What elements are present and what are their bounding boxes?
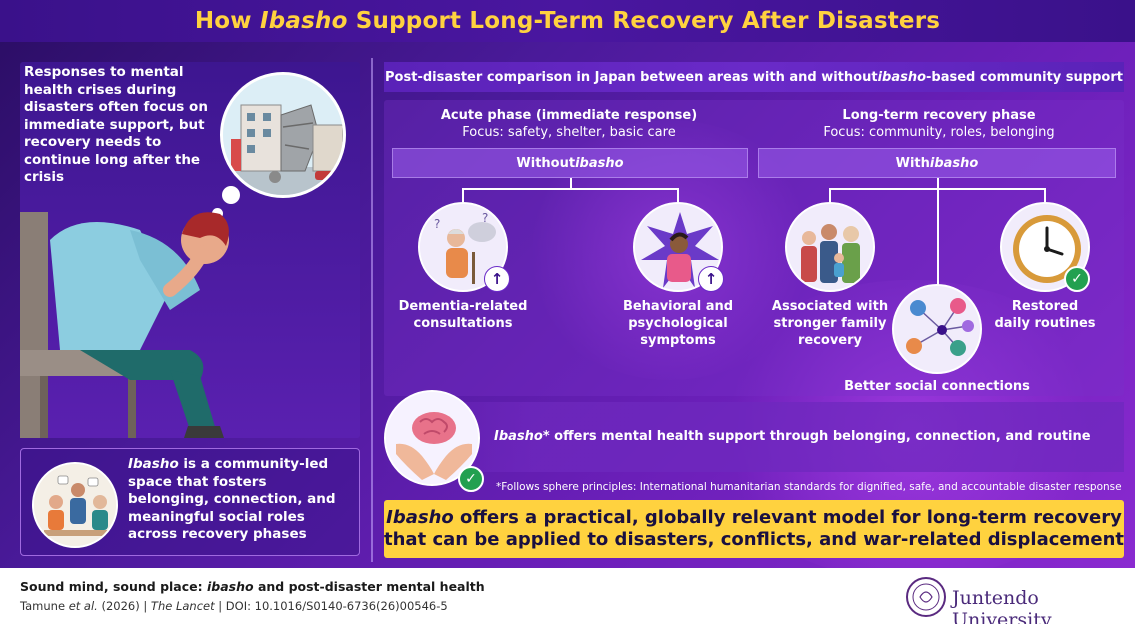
outcome-social-connections: Better social connections <box>844 379 1030 394</box>
community-group-illustration <box>32 462 118 548</box>
family-illustration <box>785 202 875 292</box>
ibasho-definition-text: Ibasho is a community-led space that fos… <box>128 456 336 542</box>
university-name: Juntendo University <box>952 587 1052 624</box>
intro-text: Responses to mental health crises during… <box>24 64 208 185</box>
outcome-behavioral: Behavioral and psychological symptoms <box>622 299 734 348</box>
thought-bubble-disaster-illustration <box>220 72 346 198</box>
clock-icon <box>1002 204 1088 290</box>
outcome-dementia: Dementia-related consultations <box>398 299 528 331</box>
connector-line <box>462 188 464 202</box>
connector-line <box>937 178 939 286</box>
connector-line <box>462 188 678 190</box>
acute-phase-heading: Acute phase (immediate response) Focus: … <box>440 108 698 140</box>
social-network-illustration <box>892 284 982 374</box>
support-band <box>384 402 1124 472</box>
increase-arrow-icon: ↑ <box>484 266 510 292</box>
infographic-poster: How Ibasho Support Long-Term Recovery Af… <box>0 0 1135 568</box>
svg-text:?: ? <box>434 217 440 231</box>
article-citation: Tamune et al. (2026) | The Lancet | DOI:… <box>20 599 448 613</box>
connector-line <box>829 188 1045 190</box>
thought-dot <box>222 186 240 204</box>
outcome-daily-routines: Restored daily routines <box>994 299 1096 331</box>
university-seal-logo <box>906 577 946 617</box>
outcome-family-recovery: Associated with stronger family recovery <box>771 299 889 348</box>
distressed-person-illustration <box>20 200 360 438</box>
check-icon: ✓ <box>458 466 484 492</box>
person-sitting-head-in-hands-icon <box>20 212 229 438</box>
routine-illustration <box>1000 202 1090 292</box>
column-divider <box>371 58 373 562</box>
connector-line <box>1044 188 1046 202</box>
ibasho-support-statement: Ibasho* offers mental health support thr… <box>494 429 1091 444</box>
connector-line <box>677 188 679 202</box>
connector-line <box>829 188 831 202</box>
conclusion-line-1: Ibasho offers a practical, globally rele… <box>386 507 1122 528</box>
without-ibasho-tag: Without ibasho <box>392 148 748 178</box>
longterm-phase-heading: Long-term recovery phase Focus: communit… <box>823 108 1055 140</box>
community-gathering-icon <box>34 464 116 546</box>
seal-icon <box>912 583 940 611</box>
connector-line <box>570 178 572 188</box>
conclusion-box: Ibasho offers a practical, globally rele… <box>384 500 1124 558</box>
conclusion-line-2: that can be applied to disasters, confli… <box>384 529 1124 550</box>
sphere-footnote: *Follows sphere principles: Internationa… <box>496 481 1122 493</box>
svg-text:?: ? <box>482 211 488 225</box>
title-bar: How Ibasho Support Long-Term Recovery Af… <box>0 0 1135 42</box>
family-group-icon <box>787 204 873 290</box>
network-connections-icon <box>894 286 980 372</box>
increase-arrow-icon: ↑ <box>698 266 724 292</box>
poster-title: How Ibasho Support Long-Term Recovery Af… <box>194 8 941 34</box>
collapsed-building-icon <box>223 75 343 195</box>
comparison-header: Post-disaster comparison in Japan betwee… <box>384 62 1124 92</box>
with-ibasho-tag: With ibasho <box>758 148 1116 178</box>
check-icon: ✓ <box>1064 266 1090 292</box>
article-title: Sound mind, sound place: ibasho and post… <box>20 579 485 594</box>
